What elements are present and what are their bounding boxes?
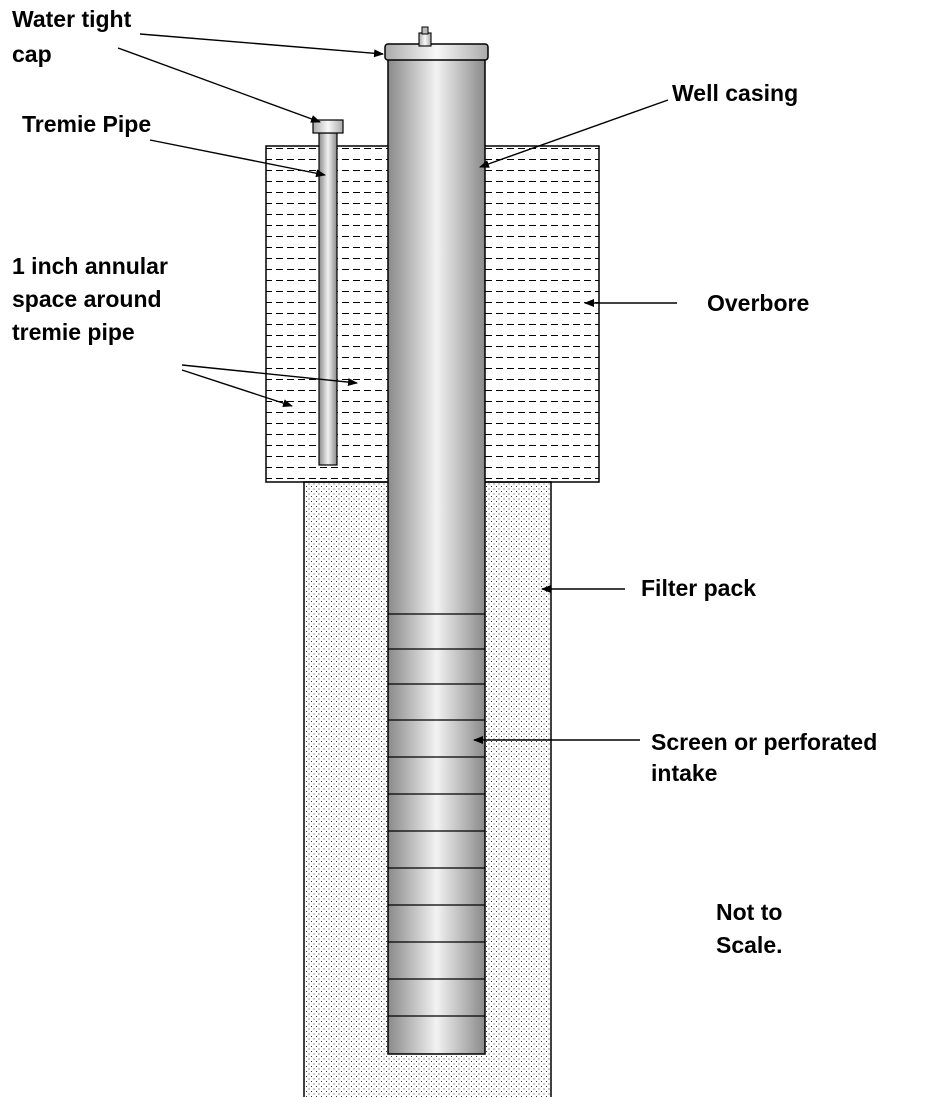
label-annular-space-line2: space around [12, 286, 162, 312]
label-annular-space-line1: 1 inch annular [12, 253, 168, 279]
water-tight-cap [384, 26, 489, 61]
leader-lines [117, 33, 677, 744]
label-water-tight-cap: Water tight cap [12, 6, 138, 67]
screen-slots [388, 613, 485, 1017]
label-screen-line1: Screen or perforated [651, 729, 877, 755]
label-annular-space-line3: tremie pipe [12, 319, 135, 345]
label-filter-pack: Filter pack [641, 575, 756, 601]
label-screen: Screen or perforated intake [651, 729, 884, 786]
label-scale-note: Not to Scale. [716, 899, 789, 958]
label-overbore: Overbore [707, 290, 809, 316]
label-screen-line2: intake [651, 760, 717, 786]
label-scale-note-line1: Not to [716, 899, 782, 925]
label-water-tight-cap-line2: cap [12, 41, 52, 67]
well-casing [387, 49, 486, 1055]
tremie-pipe [312, 119, 344, 466]
label-scale-note-line2: Scale. [716, 932, 783, 958]
label-annular-space: 1 inch annular space around tremie pipe [12, 253, 174, 345]
label-well-casing: Well casing [672, 80, 798, 106]
label-tremie-pipe: Tremie Pipe [22, 111, 151, 137]
label-water-tight-cap-line1: Water tight [12, 6, 132, 32]
